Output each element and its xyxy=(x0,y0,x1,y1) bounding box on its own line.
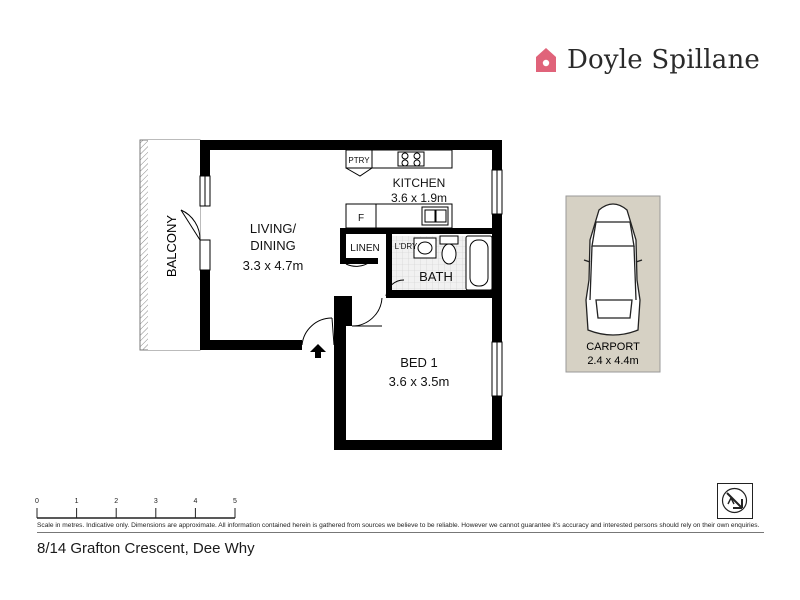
bed1-label: BED 1 xyxy=(400,355,438,370)
kitchen-dims: 3.6 x 1.9m xyxy=(391,191,447,205)
carport-label: CARPORT xyxy=(586,341,640,353)
laundry-label: L'DRY xyxy=(395,242,418,251)
bath-door xyxy=(385,279,405,297)
kitchen-fittings xyxy=(345,149,453,229)
scale-bar: 0 1 2 3 4 5 xyxy=(35,498,237,519)
bed1-dims: 3.6 x 3.5m xyxy=(389,374,450,389)
living-label-line2: DINING xyxy=(250,238,296,253)
carport-dims: 2.4 x 4.4m xyxy=(587,355,638,367)
linen-door xyxy=(345,261,371,267)
divider xyxy=(37,532,764,533)
toilet-icon xyxy=(441,243,457,265)
windows xyxy=(199,169,503,397)
living-label-line1: LIVING/ xyxy=(250,221,297,236)
car-icon xyxy=(583,203,643,336)
north-compass-icon xyxy=(717,483,753,519)
pantry-label: PTRY xyxy=(348,156,370,165)
bedroom-door xyxy=(351,297,383,327)
scale-tick-label: 1 xyxy=(75,498,79,505)
balcony-label: BALCONY xyxy=(164,215,179,277)
living-dims: 3.3 x 4.7m xyxy=(243,258,304,273)
scale-tick-label: 2 xyxy=(114,498,118,505)
scale-tick-label: 4 xyxy=(193,498,197,505)
balcony: BALCONY xyxy=(139,139,201,351)
balcony-door xyxy=(180,209,211,271)
scale-tick-label: 0 xyxy=(35,498,39,505)
disclaimer: Scale in metres. Indicative only. Dimens… xyxy=(37,522,760,529)
carport: CARPORT 2.4 x 4.4m xyxy=(565,195,661,373)
scale-tick-label: 5 xyxy=(233,498,237,505)
walls xyxy=(200,140,502,450)
floor-plan: BALCONY xyxy=(35,139,661,519)
kitchen-label: KITCHEN xyxy=(393,176,446,190)
room-labels: LIVING/ DINING 3.3 x 4.7m PTRY KITCHEN 3… xyxy=(243,156,453,389)
entry-arrow-icon xyxy=(310,344,326,358)
house-icon xyxy=(536,48,556,72)
fridge-label: F xyxy=(358,213,364,224)
entry-door xyxy=(301,317,335,346)
linen-label: LINEN xyxy=(350,243,379,254)
fridge xyxy=(345,203,377,229)
bath-label: BATH xyxy=(419,269,453,284)
scale-tick-label: 3 xyxy=(154,498,158,505)
bath-fittings xyxy=(413,235,493,291)
toilet-cistern xyxy=(439,235,459,245)
property-address: 8/14 Grafton Crescent, Dee Why xyxy=(37,540,255,557)
pantry xyxy=(345,149,373,169)
brand-logo: Doyle Spillane xyxy=(535,40,760,80)
brand-name: Doyle Spillane xyxy=(567,45,760,75)
